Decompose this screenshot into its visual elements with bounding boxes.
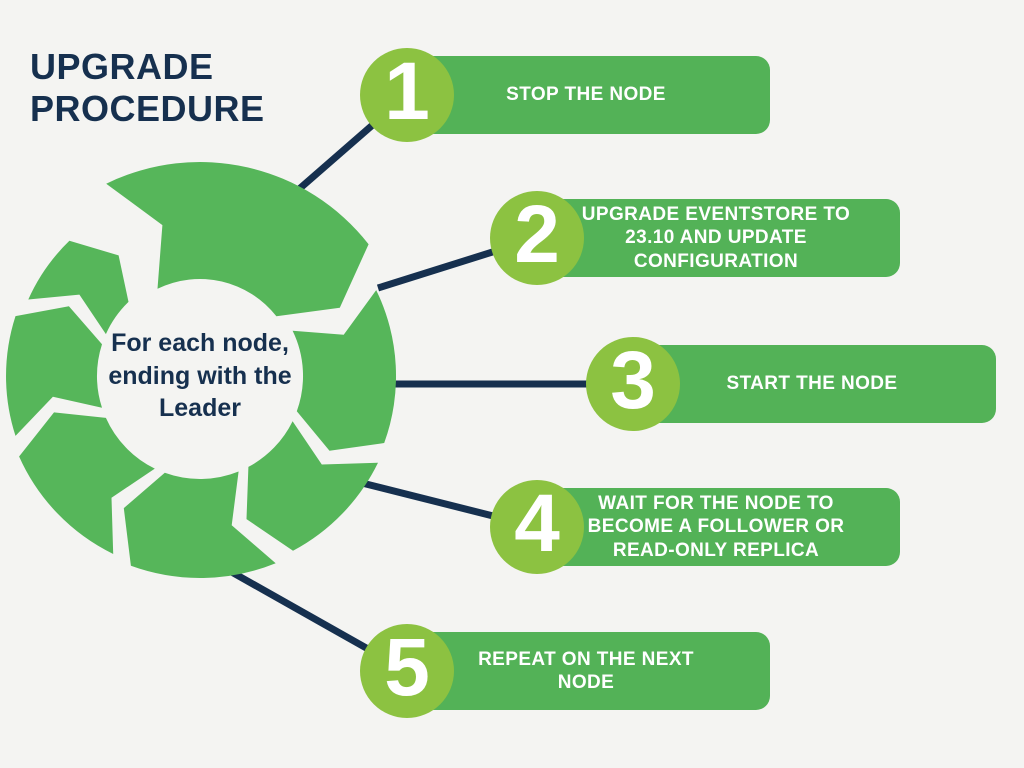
- step-bar: START THE NODE: [628, 345, 996, 423]
- step-number-badge: 3: [586, 337, 680, 431]
- cycle-arrow-segment: [292, 290, 397, 451]
- step-label: STOP THE NODE: [506, 84, 666, 106]
- step-number-badge: 2: [490, 191, 584, 285]
- step-label: UPGRADE EVENTSTORE TO 23.10 AND UPDATE C…: [581, 204, 851, 272]
- step-number: 2: [514, 189, 560, 280]
- step-number-badge: 5: [360, 624, 454, 718]
- cycle-arrow-segment: [246, 421, 378, 551]
- step-number: 3: [610, 335, 656, 426]
- step-label: START THE NODE: [726, 373, 898, 395]
- step-number-badge: 1: [360, 48, 454, 142]
- step-number: 4: [514, 478, 560, 569]
- step-label: REPEAT ON THE NEXT NODE: [478, 648, 694, 693]
- page-title: UPGRADE PROCEDURE: [30, 46, 265, 129]
- step-number: 1: [384, 46, 430, 137]
- step-bar: STOP THE NODE: [402, 56, 770, 134]
- cycle-arrow-segment: [28, 240, 129, 335]
- step-bar: WAIT FOR THE NODE TO BECOME A FOLLOWER O…: [532, 488, 900, 566]
- step-bar: UPGRADE EVENTSTORE TO 23.10 AND UPDATE C…: [532, 199, 900, 277]
- step-bar: REPEAT ON THE NEXT NODE: [402, 632, 770, 710]
- cycle-ring: [6, 162, 397, 579]
- cycle-arrow-segment: [6, 306, 103, 436]
- cycle-arrow-segment: [106, 162, 369, 317]
- step-number-badge: 4: [490, 480, 584, 574]
- cycle-center-label: For each node, ending with the Leader: [108, 329, 292, 422]
- step-number: 5: [384, 622, 430, 713]
- cycle-arrow-segment: [123, 471, 276, 579]
- step-label: WAIT FOR THE NODE TO BECOME A FOLLOWER O…: [587, 493, 845, 561]
- cycle-arrow-segment: [19, 412, 155, 554]
